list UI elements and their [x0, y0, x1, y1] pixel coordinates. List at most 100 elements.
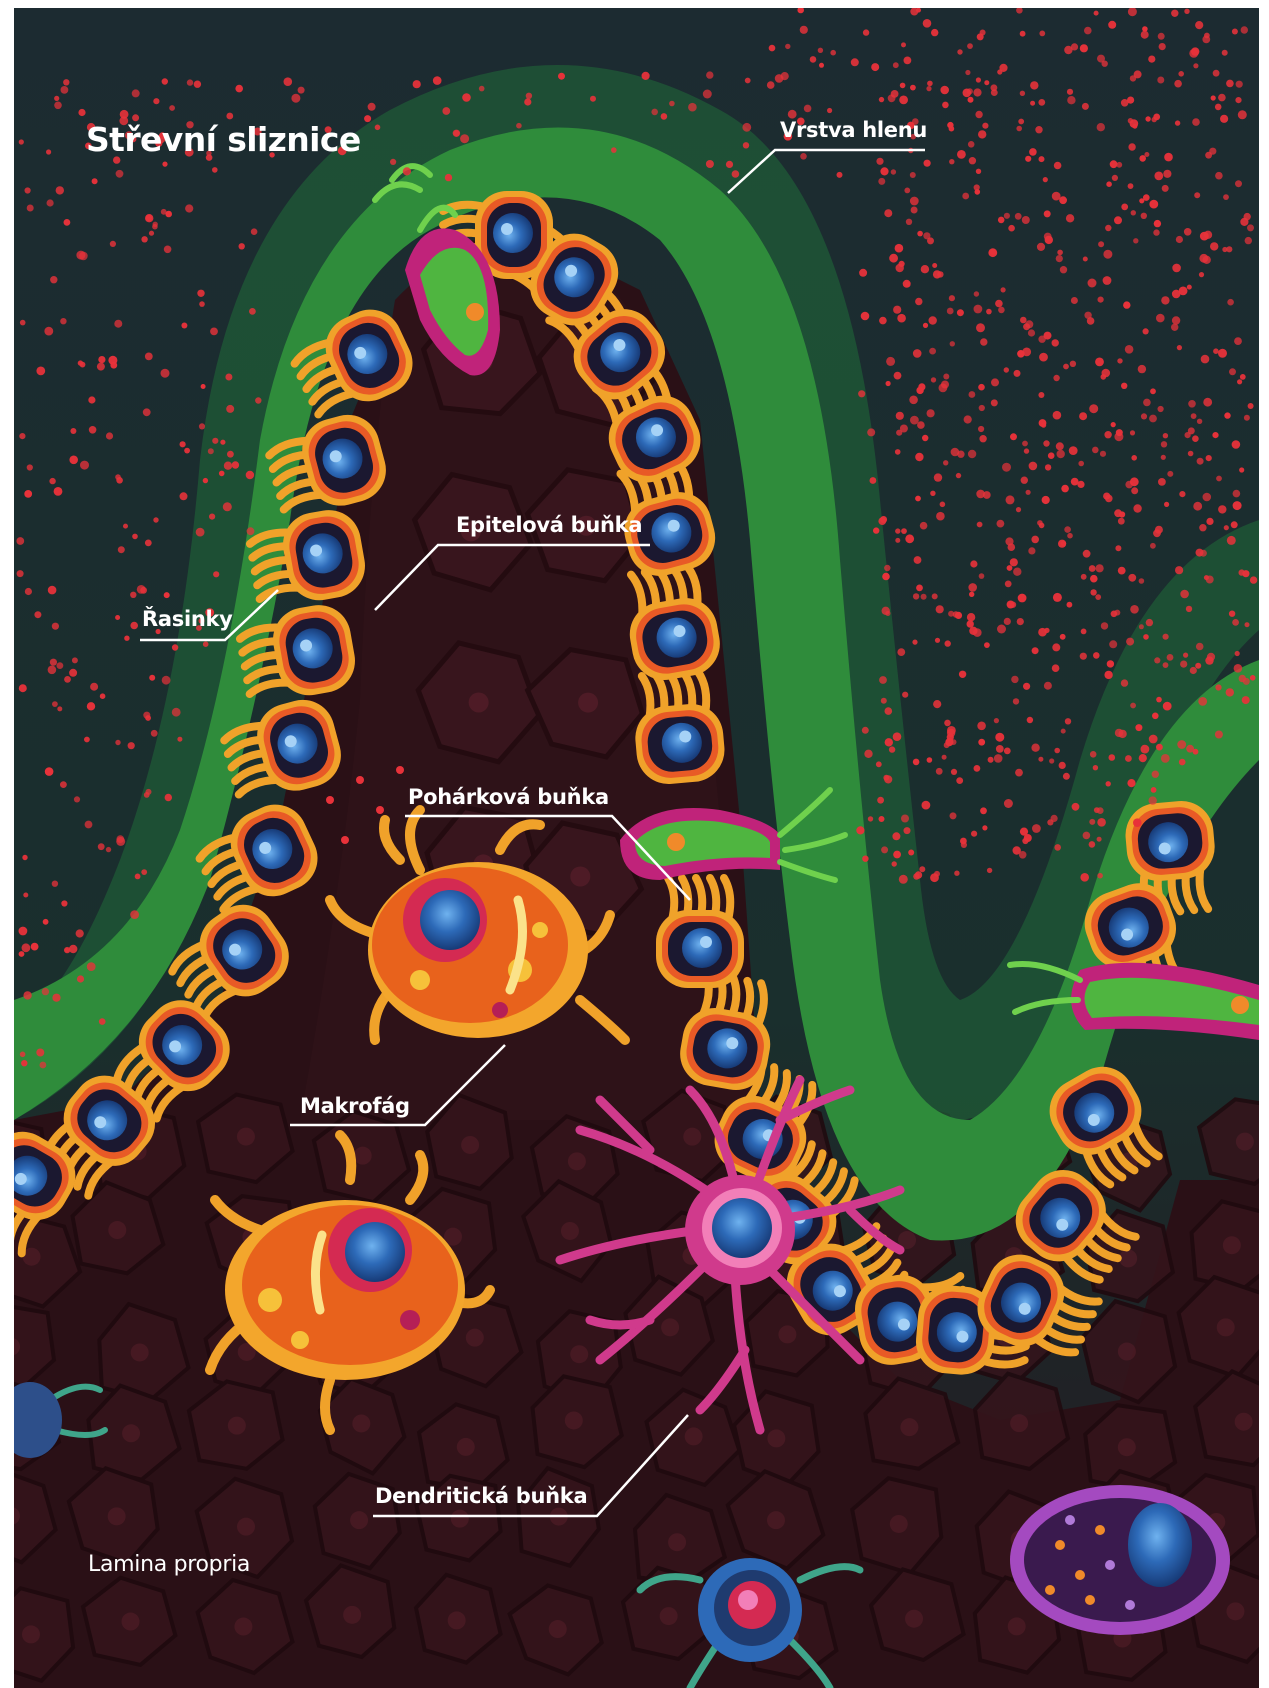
bacterium-dot [979, 435, 986, 442]
bacterium-dot [52, 623, 59, 630]
bacterium-dot [1090, 589, 1096, 595]
bacterium-dot [669, 101, 675, 107]
bacterium-dot [971, 831, 977, 837]
bacterium-dot [23, 893, 28, 898]
bacterium-dot [453, 130, 460, 137]
bacterium-dot [1189, 49, 1198, 58]
bacterium-dot [1213, 348, 1219, 354]
bacterium-dot [1175, 120, 1180, 125]
bacterium-dot [856, 826, 864, 834]
tissue-cell-nucleus [1226, 1602, 1244, 1620]
bacterium-dot [978, 130, 986, 138]
bacterium-dot [932, 263, 937, 268]
tissue-cell-nucleus [778, 1325, 796, 1343]
label-lamina-propria: Lamina propria [88, 1552, 250, 1577]
bacterium-dot [181, 323, 187, 329]
bacterium-dot [1240, 374, 1246, 380]
bacterium-dot [934, 473, 942, 481]
tissue-cell-nucleus [549, 1620, 567, 1638]
bacterium-dot [951, 739, 957, 745]
bacterium-dot [34, 611, 41, 618]
bacterium-dot [1056, 442, 1064, 450]
bacterium-dot [1164, 502, 1169, 507]
label-microvilli: Řasinky [142, 607, 233, 631]
bacterium-dot [1110, 160, 1118, 168]
bacterium-dot [36, 1049, 44, 1057]
bacterium-dot [56, 186, 64, 194]
bacterium-dot [1101, 374, 1107, 380]
tissue-cell-nucleus [685, 1427, 703, 1445]
bacterium-dot [897, 314, 906, 323]
bacterium-dot [1084, 312, 1091, 319]
bacterium-dot [995, 300, 1003, 308]
bacterium-dot [558, 73, 565, 80]
bacterium-dot [1018, 119, 1024, 125]
bacterium-dot [982, 123, 988, 129]
bacterium-dot [969, 391, 976, 398]
bacterium-dot [197, 290, 204, 297]
bacterium-dot [1025, 156, 1031, 162]
bacterium-dot [1023, 683, 1030, 690]
bacterium-dot [1152, 713, 1159, 720]
bacterium-dot [1171, 10, 1178, 17]
bacterium-dot [1128, 574, 1136, 582]
bacterium-dot [1025, 320, 1033, 328]
bacterium-dot [1067, 533, 1073, 539]
tissue-cell-nucleus [22, 1625, 40, 1643]
bacterium-dot [1005, 581, 1012, 588]
bacterium-dot [949, 295, 955, 301]
tissue-cell-nucleus [1217, 1318, 1235, 1336]
bacterium-dot [913, 349, 922, 358]
bacterium-dot [225, 374, 232, 381]
bacterium-dot [1081, 629, 1087, 635]
bacterium-dot [152, 224, 158, 230]
bacterium-dot [69, 456, 78, 465]
bacterium-dot [706, 71, 713, 78]
bacterium-dot [1020, 317, 1027, 324]
bacterium-dot [970, 560, 977, 567]
bacterium-dot [212, 438, 218, 444]
bacterium-dot [1229, 611, 1235, 617]
bacterium-dot [45, 767, 54, 776]
bacterium-dot [1030, 81, 1038, 89]
bacterium-dot [42, 988, 49, 995]
bacterium-dot [726, 161, 733, 168]
bacterium-dot [1172, 290, 1181, 299]
bacterium-dot [1004, 799, 1013, 808]
bacterium-dot [1032, 824, 1041, 833]
bacterium-dot [962, 193, 969, 200]
bacterium-dot [106, 432, 113, 439]
bacterium-dot [1233, 501, 1242, 510]
bacterium-dot [904, 827, 911, 834]
bacterium-dot [43, 919, 49, 925]
bacterium-dot [927, 757, 933, 763]
bacterium-dot [1039, 156, 1045, 162]
bacterium-dot [1156, 744, 1163, 751]
bacterium-dot [442, 107, 450, 115]
bacterium-dot [63, 79, 69, 85]
bacterium-dot [886, 381, 891, 386]
epithelial-cell [656, 910, 744, 988]
bacterium-dot [968, 583, 977, 592]
bacterium-dot [106, 847, 111, 852]
bacterium-dot [1130, 703, 1136, 709]
bacterium-dot [1067, 602, 1073, 608]
bacterium-dot [1205, 656, 1213, 664]
bacterium-dot [965, 70, 970, 75]
bacterium-dot [1215, 731, 1223, 739]
bacterium-dot [1017, 618, 1024, 625]
bacterium-dot [979, 405, 985, 411]
bacterium-dot [963, 89, 972, 98]
bacterium-dot [64, 676, 71, 683]
bacterium-dot [169, 105, 175, 111]
bacterium-dot [961, 842, 967, 848]
bacterium-dot [1105, 225, 1111, 231]
bacterium-dot [1141, 213, 1147, 219]
bacterium-dot [1204, 33, 1210, 39]
bacterium-dot [895, 244, 904, 253]
bacterium-dot [1014, 370, 1021, 377]
bacterium-dot [114, 320, 122, 328]
bacterium-dot [1176, 236, 1183, 243]
bacterium-dot [706, 160, 714, 168]
bacterium-dot [162, 78, 168, 84]
